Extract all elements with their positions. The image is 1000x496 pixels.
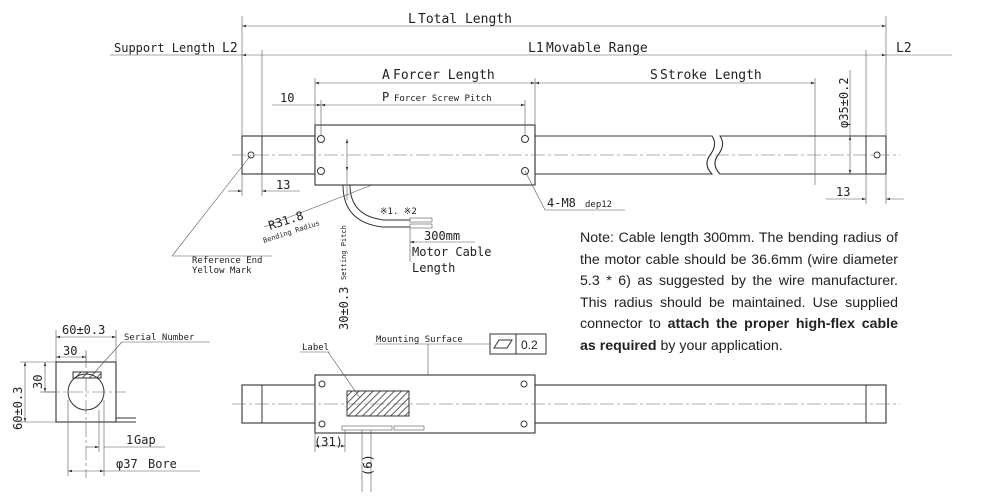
dim-60-top: 60±0.3 (62, 323, 105, 337)
bore-diameter: φ37 (116, 457, 138, 471)
total-length-symbol: L (408, 12, 416, 27)
label-plate (346, 390, 410, 417)
forcer-length-label: Forcer Length (393, 68, 495, 83)
gap-value: 1 (126, 433, 133, 447)
flatness-icon (493, 339, 513, 349)
reference-end: Reference End (192, 256, 262, 266)
dim-10: 10 (280, 91, 294, 105)
note-paragraph: Note: Cable length 300mm. The bending ra… (580, 228, 898, 358)
yellow-mark: Yellow Mark (192, 266, 252, 276)
l2-left-label: L2 (222, 41, 238, 56)
screw-pitch-label: Forcer Screw Pitch (394, 94, 492, 104)
mount-hole (521, 135, 529, 143)
bottom-view: Label Mounting Surface 0.2 (31) (6) (232, 333, 900, 492)
setting-pitch-label: Setting Pitch (340, 225, 348, 280)
bore-label: Bore (148, 457, 177, 471)
screw-pitch-symbol: P (382, 90, 389, 104)
diameter-35: φ35±0.2 (837, 77, 851, 128)
flatness-value: 0.2 (521, 338, 538, 352)
setting-pitch-value: 30±0.3 (337, 287, 351, 330)
mount-hole (317, 167, 325, 175)
note-bold-text: attach the proper high-flex cable as req… (580, 316, 898, 354)
label-text: Label (302, 343, 329, 353)
dim-30-side: 30 (31, 375, 45, 389)
cable-marks: ※1. ※2 (380, 207, 417, 217)
note-text-end: by your application. (656, 337, 783, 354)
gap-label: Gap (134, 433, 156, 447)
movable-range-label: Movable Range (546, 41, 648, 56)
thread-depth: dep12 (585, 200, 612, 210)
flatness-value-box (515, 333, 547, 355)
forcer-length-symbol: A (382, 68, 390, 83)
end-view: 60±0.3 30 Serial Number 60±0.3 30 1 Gap … (11, 323, 210, 478)
l2-right-label: L2 (896, 41, 912, 56)
dim-13-left: 13 (276, 178, 290, 192)
mounting-surface-label: Mounting Surface (376, 335, 463, 345)
movable-range-symbol: L1 (528, 41, 544, 56)
stroke-length-symbol: S (650, 68, 658, 83)
serial-number-plate (72, 371, 102, 379)
dim-6: (6) (361, 454, 375, 476)
dim-30-top: 30 (63, 344, 77, 358)
top-view: L Total Length Support Length L2 L2 L1 M… (110, 12, 952, 330)
thread-spec: 4-M8 (547, 196, 576, 210)
serial-number-label: Serial Number (124, 333, 195, 343)
mount-hole (318, 380, 326, 388)
mount-hole (520, 380, 528, 388)
cable-length-value: 300mm (424, 229, 460, 243)
dim-60-side: 60±0.3 (11, 387, 25, 430)
note-text: Note: Cable length 300mm. The bending ra… (580, 230, 898, 333)
shaft-right (714, 135, 887, 175)
end-hole (873, 151, 881, 159)
motor-cable-label: Motor Cable (412, 245, 491, 259)
dim-13-right: 13 (836, 185, 850, 199)
mount-hole (520, 420, 528, 428)
total-length-label: Total Length (418, 12, 512, 27)
dim-31: (31) (314, 435, 343, 449)
flatness-symbol-box (489, 333, 517, 355)
support-length-label: Support Length (114, 41, 215, 55)
mount-hole (317, 135, 325, 143)
motor-cable-length-label: Length (412, 261, 455, 275)
mount-hole (318, 420, 326, 428)
stroke-length-label: Stroke Length (660, 68, 762, 83)
motor-cable (342, 184, 410, 228)
